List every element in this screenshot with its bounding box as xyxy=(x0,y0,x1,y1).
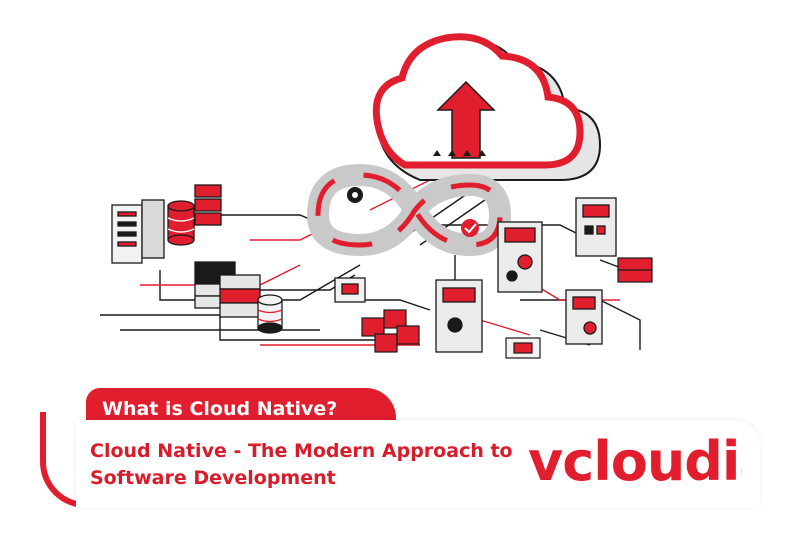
title-tab-label: What is Cloud Native? xyxy=(102,398,338,420)
service-box xyxy=(575,197,617,257)
upload-arrow-icon xyxy=(436,80,496,159)
database-icon xyxy=(167,200,195,246)
input-arrows xyxy=(433,150,486,156)
container-cluster xyxy=(361,309,420,353)
database-icon xyxy=(257,294,283,334)
container-icon xyxy=(505,337,541,359)
container-icon xyxy=(334,277,366,303)
logo-text: vcloudia xyxy=(528,436,742,488)
check-icon xyxy=(461,219,479,237)
gear-icon xyxy=(447,317,463,333)
service-box xyxy=(565,289,603,345)
server-rack-icon xyxy=(111,199,165,264)
page-subtitle: Cloud Native - The Modern Approach to So… xyxy=(90,440,513,489)
infinity-devops-icon xyxy=(306,163,512,257)
subtitle-card xyxy=(76,420,760,508)
service-box xyxy=(435,279,483,353)
gear-icon xyxy=(517,254,533,270)
vcloudia-logo: vcloudia xyxy=(528,436,742,488)
service-box xyxy=(497,221,543,293)
red-server-stack xyxy=(617,257,653,283)
server-cluster xyxy=(194,261,261,318)
red-server-stack xyxy=(194,184,222,226)
